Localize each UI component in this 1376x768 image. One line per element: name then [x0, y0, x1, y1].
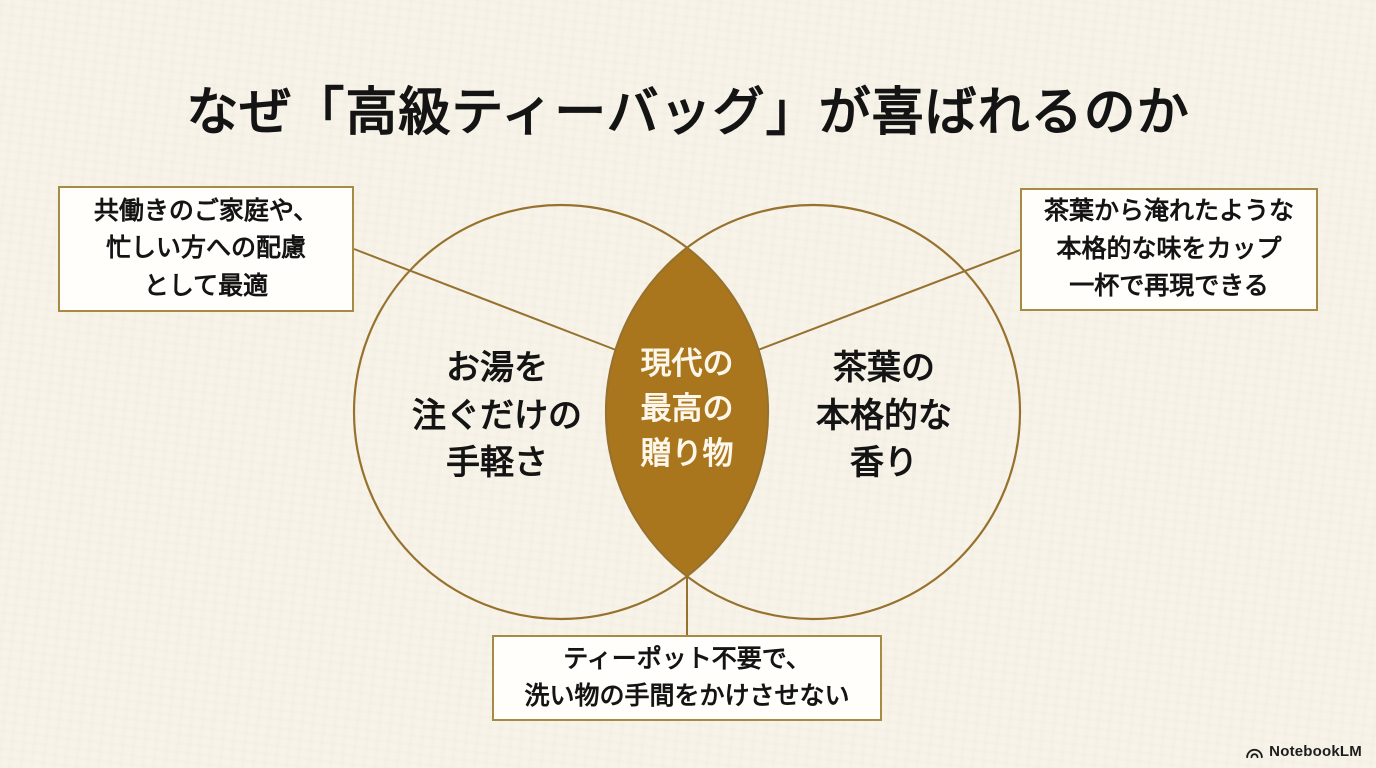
callout-top-right-line: 本格的な味をカップ: [1056, 234, 1282, 263]
page-title: なぜ「高級ティーバッグ」が喜ばれるのか: [186, 84, 1190, 142]
venn-center-label-line: 贈り物: [640, 435, 734, 471]
connector-top-left: [353, 248, 617, 351]
callout-top-left-line: 共働きのご家庭や、: [93, 196, 319, 225]
notebooklm-icon: [1246, 748, 1263, 758]
venn-intersection-lens: [605, 247, 769, 577]
venn-left-label-line: お湯を: [446, 349, 548, 387]
callout-bottom-line: 洗い物の手間をかけさせない: [524, 682, 850, 710]
callout-bottom-line: ティーポット不要で、: [563, 644, 811, 673]
callout-top-right-line: 茶葉から淹れたような: [1043, 197, 1294, 226]
venn-right-label: 茶葉の 本格的な 香り: [764, 345, 1004, 488]
venn-left-label-line: 手軽さ: [446, 444, 548, 483]
venn-center-label-line: 現代の: [640, 346, 734, 381]
venn-left-label-line: 注ぐだけの: [412, 396, 582, 435]
callout-bottom: ティーポット不要で、 洗い物の手間をかけさせない: [492, 635, 882, 721]
callout-top-left: 共働きのご家庭や、 忙しい方への配慮 として最適: [58, 186, 354, 312]
venn-right-label-line: 本格的な: [816, 396, 952, 435]
callout-top-right-line: 一杯で再現できる: [1069, 272, 1269, 301]
connector-top-right: [757, 249, 1021, 351]
venn-center-label-line: 最高の: [640, 390, 734, 426]
venn-center-label: 現代の 最高の 贈り物: [587, 342, 787, 477]
venn-right-label-line: 茶葉の: [833, 349, 935, 387]
venn-left-label: お湯を 注ぐだけの 手軽さ: [377, 345, 617, 488]
callout-top-left-line: 忙しい方への配慮: [105, 234, 306, 263]
notebooklm-brand: NotebookLM: [1245, 743, 1362, 760]
callout-top-left-line: として最適: [143, 271, 269, 300]
callout-top-right: 茶葉から淹れたような 本格的な味をカップ 一杯で再現できる: [1020, 188, 1318, 311]
venn-right-label-line: 香り: [850, 444, 918, 483]
notebooklm-wordmark: NotebookLM: [1269, 743, 1362, 760]
